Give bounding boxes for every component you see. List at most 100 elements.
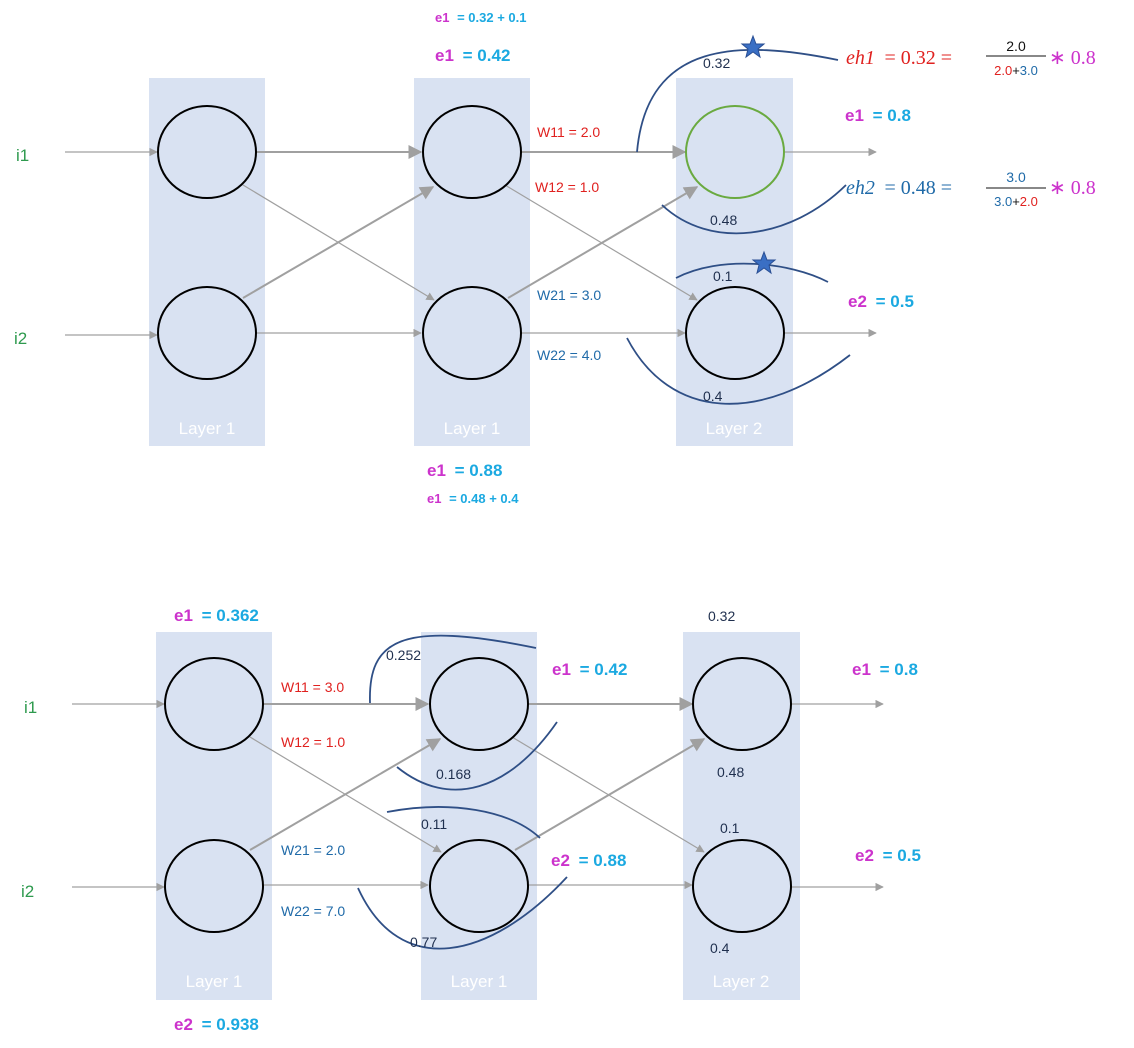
top-hidden-e2-sum: e1 = 0.48 + 0.4 (427, 491, 519, 506)
bottom-input-e1-value: = 0.362 (202, 606, 259, 625)
top-hidden-e1-value: = 0.42 (463, 46, 511, 65)
top-output-e1-key: e1 (845, 106, 864, 125)
bottom-curve-split-077 (357, 876, 568, 950)
bottom-split-value-2: 0.168 (436, 766, 471, 782)
eq1-numerator: 2.0 (1006, 38, 1026, 54)
eq2-eq: = 0.48 = (884, 177, 952, 199)
top-hidden-e1-sum-key: e1 (435, 10, 449, 25)
bottom-output-e2: e2 = 0.5 (855, 846, 921, 865)
bottom-layer-label-3: Layer 2 (713, 972, 770, 991)
top-output-e1-value: = 0.8 (873, 106, 911, 125)
star-icon (751, 250, 777, 275)
top-hidden-e2-sum-key: e1 (427, 491, 441, 506)
bottom-curve-split-0252 (369, 634, 537, 704)
top-layer-label-3: Layer 2 (706, 419, 763, 438)
top-output-e1: e1 = 0.8 (845, 106, 911, 125)
top-hidden-e1-key: e1 (435, 46, 454, 65)
eq2-den-a: 3.0 (994, 194, 1012, 209)
top-layer-column-1 (149, 78, 265, 446)
bottom-input-label-1: i1 (24, 698, 37, 717)
top-weight-w22: W22 = 4.0 (537, 347, 601, 363)
bottom-network: Layer 1 Layer 1 Layer 2 i1 i2 W11 = 3.0 … (21, 606, 921, 1034)
top-network: Layer 1 Layer 1 Layer 2 i1 i2 W11 = 2.0 … (14, 10, 1096, 506)
bottom-layer-column-2 (421, 632, 537, 1000)
eq1-eq: = 0.32 = (884, 47, 952, 69)
bottom-node-hidden-2 (429, 839, 529, 933)
bottom-hidden-e2-key: e2 (551, 851, 570, 870)
eq1-tail: ∗ 0.8 (1049, 47, 1096, 69)
top-input-label-1: i1 (16, 146, 29, 165)
bottom-weight-w11: W11 = 3.0 (281, 679, 344, 695)
top-output-e2-value: = 0.5 (876, 292, 914, 311)
top-node-output-2 (685, 286, 785, 380)
bottom-output-e1-key: e1 (852, 660, 871, 679)
bottom-curve-split-0168 (396, 721, 558, 791)
top-split-value-2: 0.48 (710, 212, 737, 228)
bottom-hidden-e2-value: = 0.88 (579, 851, 627, 870)
top-hidden-e2-key: e1 (427, 461, 446, 480)
top-hidden-e2: e1 = 0.88 (427, 461, 502, 480)
bottom-split-value-8: 0.4 (710, 940, 730, 956)
top-edge-h21 (507, 186, 699, 299)
bottom-layer-column-1 (156, 632, 272, 1000)
top-layer-column-2 (414, 78, 530, 446)
top-hidden-e1-sum-value: = 0.32 + 0.1 (457, 10, 526, 25)
eq1-den-a: 2.0 (994, 63, 1012, 78)
bottom-input-e1-key: e1 (174, 606, 193, 625)
bottom-edge-21 (249, 738, 442, 851)
eq1-lhs: eh1 (846, 47, 875, 69)
star-icon (740, 34, 766, 59)
top-split-value-3: 0.1 (713, 268, 733, 284)
equation-eh2: eh2 = 0.48 = 3.0 3.0+2.0 ∗ 0.8 (846, 169, 1096, 209)
bottom-hidden-e1-key: e1 (552, 660, 571, 679)
top-weight-w11: W11 = 2.0 (537, 124, 600, 140)
bottom-split-value-5: 0.32 (708, 608, 735, 624)
top-input-label-2: i2 (14, 329, 27, 348)
top-hidden-e2-value: = 0.88 (455, 461, 503, 480)
bottom-node-input-1 (164, 657, 264, 751)
eq1-left: eh1 = 0.32 = (846, 47, 952, 69)
top-split-value-4: 0.4 (703, 388, 723, 404)
top-edge-21 (242, 186, 435, 299)
top-output-e2-key: e2 (848, 292, 867, 311)
top-node-output-1 (685, 105, 785, 199)
eq2-numerator: 3.0 (1006, 169, 1026, 185)
bottom-weight-w22: W22 = 7.0 (281, 903, 345, 919)
bottom-weight-w21: W21 = 2.0 (281, 842, 345, 858)
eq1-den-plus: + (1012, 63, 1020, 78)
top-curve-split-01 (675, 262, 829, 283)
top-hidden-e2-sum-value: = 0.48 + 0.4 (449, 491, 519, 506)
top-split-value-1: 0.32 (703, 55, 730, 71)
eq2-den-plus: + (1012, 194, 1020, 209)
top-curve-split-032 (636, 49, 839, 153)
top-layer-label-2: Layer 1 (444, 419, 501, 438)
bottom-hidden-e1-value: = 0.42 (580, 660, 628, 679)
bottom-hidden-e1: e1 = 0.42 (552, 660, 627, 679)
top-node-hidden-1 (422, 105, 522, 199)
bottom-split-value-4: 0.77 (410, 934, 437, 950)
bottom-weight-w12: W12 = 1.0 (281, 734, 345, 750)
bottom-curve-split-011 (386, 806, 541, 839)
top-curve-split-048 (661, 184, 847, 235)
eq2-lhs: eh2 (846, 177, 875, 199)
bottom-input-label-2: i2 (21, 882, 34, 901)
bottom-layer-label-2: Layer 1 (451, 972, 508, 991)
top-hidden-e1-sum: e1 = 0.32 + 0.1 (435, 10, 527, 25)
bottom-split-value-3: 0.11 (421, 816, 447, 832)
top-hidden-e1: e1 = 0.42 (435, 46, 510, 65)
top-node-input-2 (157, 286, 257, 380)
top-output-e2: e2 = 0.5 (848, 292, 914, 311)
bottom-split-value-6: 0.48 (717, 764, 744, 780)
eq2-denominator: 3.0+2.0 (994, 194, 1038, 209)
bottom-layer-label-1: Layer 1 (186, 972, 243, 991)
top-weight-w12: W12 = 1.0 (535, 179, 599, 195)
bottom-node-hidden-1 (429, 657, 529, 751)
equation-eh1: eh1 = 0.32 = 2.0 2.0+3.0 ∗ 0.8 (846, 38, 1096, 78)
bottom-edge-h21 (514, 738, 706, 851)
top-node-input-1 (157, 105, 257, 199)
bottom-output-e1: e1 = 0.8 (852, 660, 918, 679)
eq2-den-b: 2.0 (1020, 194, 1038, 209)
top-curve-split-04 (626, 337, 851, 405)
bottom-node-output-1 (692, 657, 792, 751)
